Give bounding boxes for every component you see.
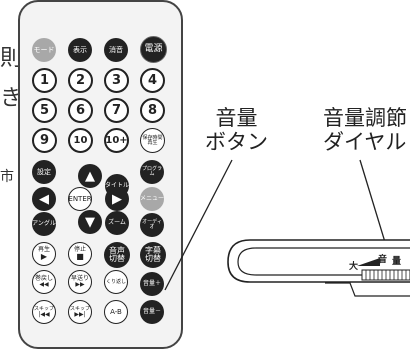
mode-button[interactable]: モード — [32, 38, 56, 62]
skip-back-label: スキップ — [33, 305, 54, 312]
mute-button[interactable]: 消音 — [104, 38, 128, 62]
volume-down-button[interactable]: 音量－ — [140, 300, 164, 324]
stop-icon: ■ — [76, 252, 84, 261]
volume-dial-label: 音量調節 ダイヤル — [323, 106, 407, 155]
dial-label-top: 音 — [378, 253, 387, 265]
stop-label: 停止 — [73, 246, 86, 253]
skip-forward-label: スキップ — [69, 305, 90, 312]
play-button[interactable]: 再生 ▶ — [32, 242, 56, 266]
fragment-text-top: 則 — [0, 46, 23, 71]
fast-forward-button[interactable]: 早送り ▶▶ — [68, 270, 92, 294]
volume-up-button[interactable]: 音量＋ — [140, 272, 164, 296]
skip-back-icon: |◀◀ — [38, 310, 50, 318]
menu-button[interactable]: メニュー — [140, 187, 164, 211]
display-button[interactable]: 表示 — [68, 38, 92, 62]
number-1-button[interactable]: 1 — [32, 68, 57, 93]
number-2-button[interactable]: 2 — [68, 68, 93, 93]
play-icon: ▶ — [40, 252, 48, 261]
angle-button[interactable]: アングル — [32, 212, 56, 236]
volume-button-leader-line — [164, 159, 233, 291]
number-10plus-button[interactable]: 10+ — [104, 128, 129, 153]
skip-forward-button[interactable]: スキップ ▶▶| — [68, 300, 92, 324]
rewind-label: 巻戻し — [34, 275, 53, 282]
fragment-text-bottom: 市 — [0, 169, 14, 185]
right-arrow-button[interactable]: ▶ — [105, 187, 129, 211]
zoom-button[interactable]: ズーム — [105, 211, 129, 235]
stop-button[interactable]: 停止 ■ — [68, 242, 92, 266]
number-6-button[interactable]: 6 — [68, 98, 93, 123]
dial-label-big: 大 — [349, 260, 358, 272]
program-memory-button[interactable]: 保存時間 再生 — [140, 128, 165, 153]
number-10-button[interactable]: 10 — [68, 128, 93, 153]
rewind-button[interactable]: 巻戻し ◀◀ — [32, 270, 56, 294]
number-7-button[interactable]: 7 — [104, 98, 129, 123]
subtitle-switch-button[interactable]: 字幕 切替 — [140, 242, 166, 268]
number-4-button[interactable]: 4 — [140, 68, 165, 93]
audio-button[interactable]: オーディオ — [140, 213, 164, 237]
rewind-icon: ◀◀ — [39, 281, 49, 288]
down-arrow-button[interactable]: ▼ — [78, 210, 102, 234]
fragment-text-middle: き — [0, 86, 23, 111]
device-inner-outline — [237, 247, 410, 276]
dial-ridges — [365, 270, 407, 280]
skip-forward-icon: ▶▶| — [74, 310, 86, 318]
number-9-button[interactable]: 9 — [32, 128, 57, 153]
volume-button-label: 音量 ボタン — [205, 106, 268, 155]
settings-button[interactable]: 設定 — [32, 160, 56, 184]
remote-control: モード 表示 消音 電源 1 2 3 4 5 6 7 8 9 10 10+ 保存… — [18, 0, 183, 349]
ab-repeat-button[interactable]: A-B — [104, 300, 128, 324]
left-arrow-button[interactable]: ◀ — [32, 187, 56, 211]
number-5-button[interactable]: 5 — [32, 98, 57, 123]
number-3-button[interactable]: 3 — [104, 68, 129, 93]
device-base — [325, 282, 410, 297]
skip-back-button[interactable]: スキップ |◀◀ — [32, 300, 56, 324]
dial-label-vol: 量 — [392, 255, 401, 267]
power-button[interactable]: 電源 — [140, 36, 167, 63]
audio-switch-button[interactable]: 音声 切替 — [104, 242, 130, 268]
fast-forward-label: 早送り — [70, 275, 89, 282]
program-button[interactable]: プログラム — [140, 160, 164, 184]
volume-wedge — [357, 258, 380, 266]
repeat-button[interactable]: くり返し — [104, 270, 128, 294]
number-8-button[interactable]: 8 — [140, 98, 165, 123]
enter-button[interactable]: ENTER — [68, 187, 92, 211]
play-label: 再生 — [37, 246, 50, 253]
up-arrow-button[interactable]: ▲ — [78, 164, 102, 188]
fast-forward-icon: ▶▶ — [75, 281, 85, 288]
